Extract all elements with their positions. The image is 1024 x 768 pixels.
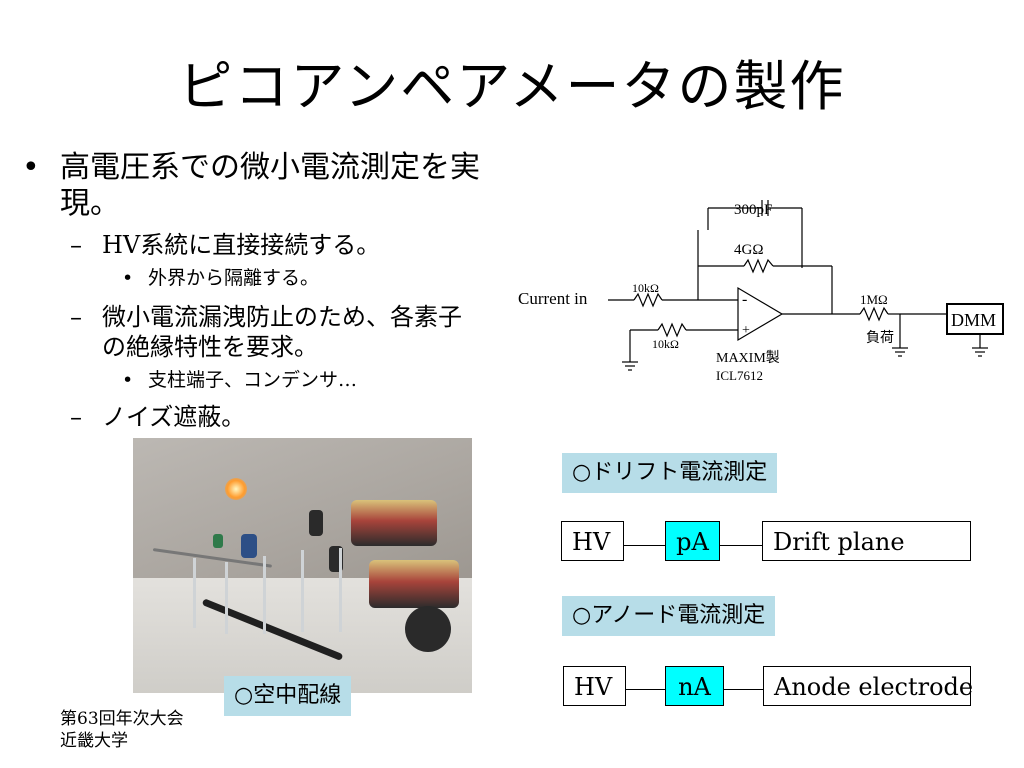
connector-line	[624, 545, 665, 546]
footer-venue: 近畿大学	[60, 731, 128, 751]
anode-electrode-box: Anode electrode	[763, 666, 973, 706]
load-label: 負荷	[866, 330, 894, 346]
chip-model-label: ICL7612	[716, 368, 763, 383]
connector-line	[724, 689, 763, 690]
sub-bullet-3: ノイズ遮蔽。	[102, 403, 246, 431]
chip-maker-label: MAXIM製	[716, 350, 780, 366]
dmm-label: DMM	[951, 310, 996, 330]
bullet-text-1: 高電圧系での微小電流測定を実 現。	[60, 150, 480, 222]
drift-pa-box: pA	[665, 521, 720, 561]
sub-bullet-line: 微小電流漏洩防止のため、各素子	[102, 303, 462, 331]
photo-battery	[351, 500, 437, 546]
photo-terminal	[301, 550, 304, 632]
photo-caption: ○空中配線	[224, 676, 352, 716]
bullet-list: • 高電圧系での微小電流測定を実 現。 – HV系統に直接接続する。 • 外界か…	[0, 150, 540, 440]
photo-battery	[369, 560, 459, 608]
footer-event: 第63回年次大会	[60, 709, 184, 729]
sub-sub-bullet-1: 外界から隔離する。	[148, 267, 320, 289]
drift-plane-box: Drift plane	[762, 521, 971, 561]
sub-bullet-line: の絶縁特性を要求。	[102, 333, 318, 361]
ground-resistor-label: 10kΩ	[652, 337, 679, 351]
photo-lamp	[225, 478, 247, 500]
anode-hv-box: HV	[563, 666, 626, 706]
dash-mark: –	[70, 231, 82, 259]
load-resistor-label: 1MΩ	[860, 292, 888, 307]
noninverting-input-sign: +	[742, 323, 750, 338]
bullet-line: 高電圧系での微小電流測定を実	[60, 150, 480, 185]
dash-mark: –	[70, 303, 82, 331]
feedback-resistor-label: 4GΩ	[734, 242, 763, 258]
photo-capacitor	[309, 510, 323, 536]
photo-terminal	[263, 556, 266, 634]
input-label: Current in	[518, 289, 588, 308]
dot-mark: •	[122, 369, 134, 391]
connector-line	[626, 689, 665, 690]
input-resistor-label: 10kΩ	[632, 281, 659, 295]
anode-caption: ○アノード電流測定	[562, 596, 776, 636]
anode-na-box: nA	[665, 666, 724, 706]
photo-capacitor	[241, 534, 257, 558]
sub-bullet-1: HV系統に直接接続する。	[102, 231, 381, 259]
air-wiring-photo	[133, 438, 472, 693]
bullet-line: 現。	[60, 186, 120, 221]
drift-caption: ○ドリフト電流測定	[562, 453, 778, 493]
photo-terminal	[193, 558, 196, 628]
footer: 第63回年次大会 近畿大学	[60, 708, 184, 752]
photo-terminal	[339, 548, 342, 632]
capacitor-label: 300pF	[734, 202, 772, 218]
sub-sub-bullet-2: 支柱端子、コンデンサ…	[148, 369, 358, 391]
dash-mark: –	[70, 403, 82, 431]
bullet-mark: •	[22, 150, 40, 185]
sub-bullet-2: 微小電流漏洩防止のため、各素子 の絶縁特性を要求。	[102, 302, 462, 362]
photo-component	[213, 534, 223, 548]
connector-line	[720, 545, 762, 546]
photo-terminal	[225, 562, 228, 634]
dot-mark: •	[122, 267, 134, 289]
inverting-input-sign: -	[742, 291, 747, 308]
page-title: ピコアンペアメータの製作	[178, 55, 846, 118]
photo-component	[405, 606, 451, 652]
amplifier-circuit-diagram: 300pF 4GΩ Current in 10kΩ 10kΩ - + 1MΩ 負…	[518, 200, 1004, 383]
drift-hv-box: HV	[561, 521, 624, 561]
